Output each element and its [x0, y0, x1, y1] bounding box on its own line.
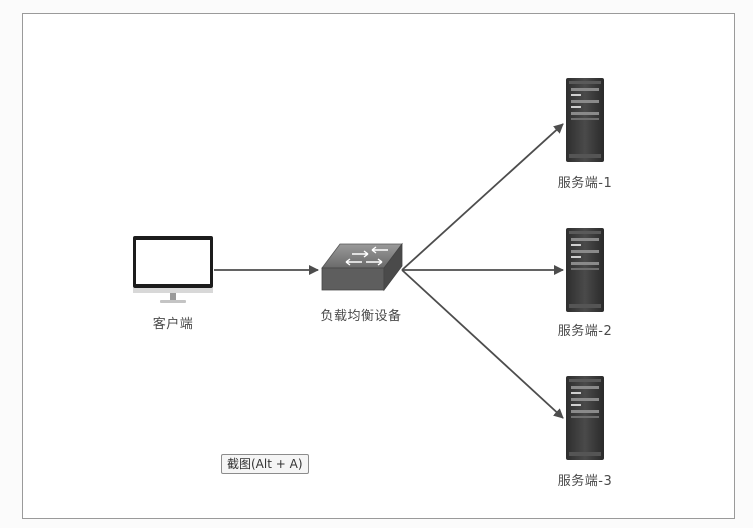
server-rack-icon	[566, 228, 604, 312]
monitor-icon	[133, 236, 213, 303]
network-switch-icon	[321, 242, 403, 292]
edge-balancer-to-server1	[401, 123, 564, 271]
server-rack-icon	[566, 376, 604, 460]
balancer-label: 负载均衡设备	[320, 309, 402, 324]
screenshot-tooltip: 截图(Alt + A)	[221, 454, 309, 474]
client-label: 客户端	[152, 317, 194, 332]
server1-label: 服务端-1	[557, 176, 613, 191]
edge-balancer-to-server3	[401, 269, 564, 419]
server-rack-icon	[566, 78, 604, 162]
server2-label: 服务端-2	[557, 324, 613, 339]
server3-label: 服务端-3	[557, 474, 613, 489]
